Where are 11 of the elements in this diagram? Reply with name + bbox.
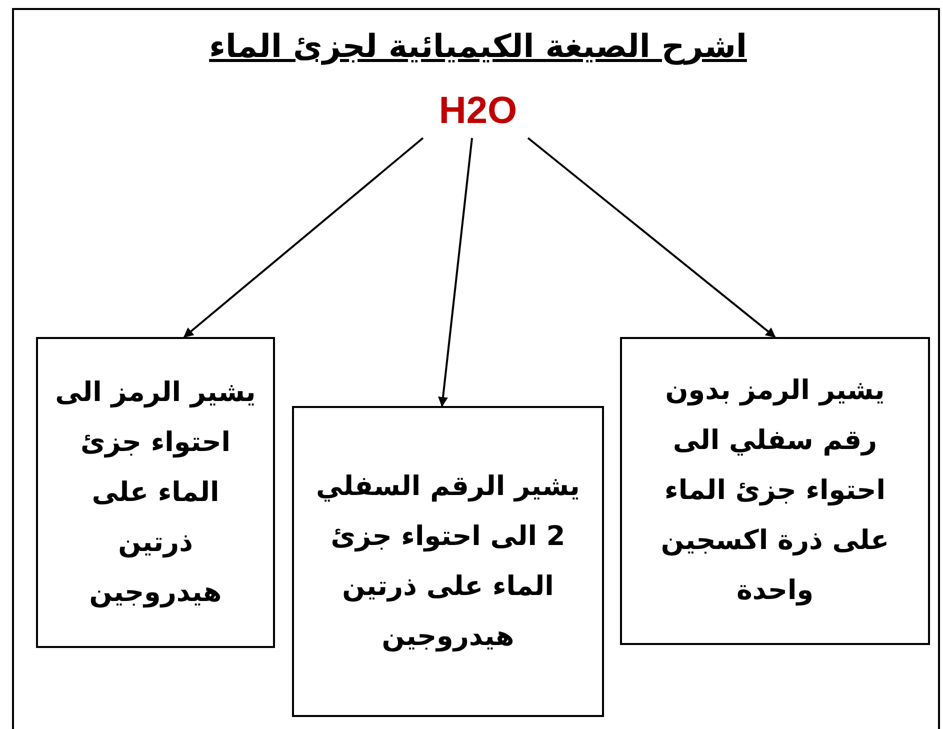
text-box xyxy=(36,337,275,648)
arrow xyxy=(183,137,424,338)
arrow xyxy=(438,138,473,407)
arrow xyxy=(527,137,776,338)
text-box xyxy=(292,406,604,717)
box-text: يشير الرمز الى احتواء جزئ الماء على ذرتين هيدروجين xyxy=(54,376,257,610)
box-text: يشير الرمز بدون رقم سفلي الى احتواء جزئ الماء على ذرة اكسجين واحدة xyxy=(660,374,890,608)
text-box xyxy=(620,337,930,645)
formula-label: H2O xyxy=(438,92,518,130)
box-text: يشير الرقم السفلي 2 الى احتواء جزئ الماء على ذرتين هيدروجين xyxy=(315,470,581,654)
title: اشرح الصيغة الكيميائية لجزئ الماء xyxy=(208,26,748,67)
